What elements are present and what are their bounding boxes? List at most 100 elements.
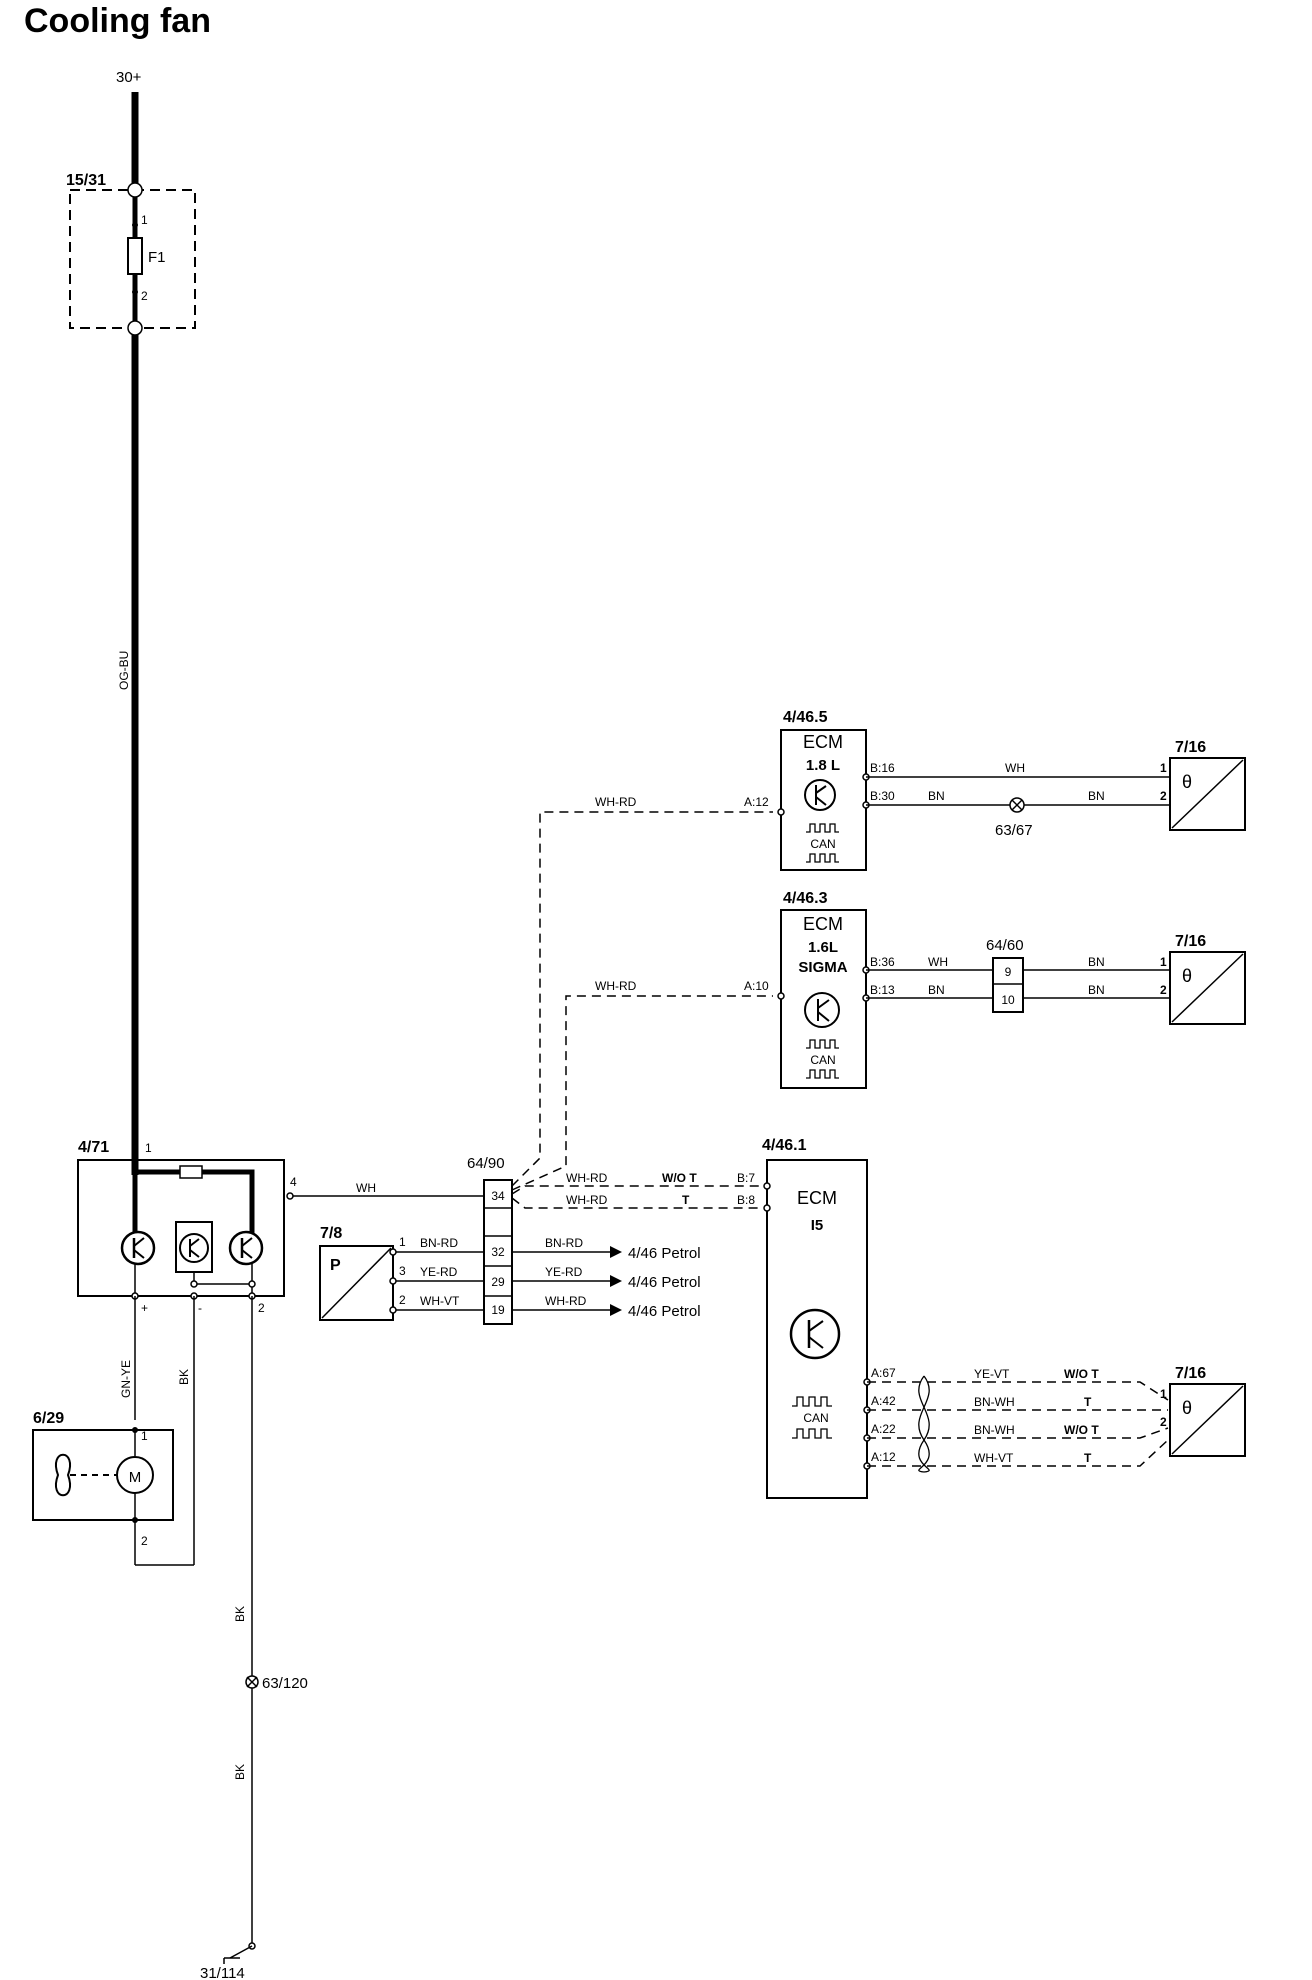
page-title: Cooling fan	[24, 2, 211, 40]
fan-6-29: GN-YE BK 6/29 1 2 M	[32, 1296, 195, 1566]
svg-text:SIGMA: SIGMA	[798, 959, 847, 976]
sensor-7-8: 7/8 P 1 3 2 BN-RD YE-RD WH-VT	[319, 1225, 484, 1321]
svg-text:GN-YE: GN-YE	[119, 1360, 133, 1398]
svg-text:B:8: B:8	[737, 1193, 755, 1207]
temp-sensor-bottom: 7/16 θ 1 2	[1160, 1365, 1246, 1457]
arrow-right-icon	[610, 1304, 622, 1316]
svg-text:CAN: CAN	[810, 837, 835, 851]
transistor-icon	[120, 1230, 156, 1266]
svg-text:B:36: B:36	[870, 955, 895, 969]
svg-text:29: 29	[491, 1275, 505, 1289]
svg-text:7/16: 7/16	[1175, 933, 1206, 950]
svg-text:3: 3	[399, 1264, 406, 1278]
splice-icon	[1009, 797, 1025, 813]
temp-sensor-top: 7/16 θ 1 2	[1160, 739, 1246, 831]
svg-text:2: 2	[1160, 1415, 1167, 1429]
svg-text:7/8: 7/8	[320, 1225, 342, 1242]
connector-64-90: 64/90 34 32 29 19 BN-RD YE-RD WH-RD 4/46…	[467, 795, 773, 1325]
svg-text:2: 2	[258, 1301, 265, 1315]
transistor-icon	[804, 779, 836, 811]
svg-text:BN: BN	[1088, 789, 1105, 803]
svg-text:7/16: 7/16	[1175, 1365, 1206, 1382]
svg-text:7/16: 7/16	[1175, 739, 1206, 756]
svg-text:31/114: 31/114	[200, 1965, 245, 1980]
motor-icon	[116, 1456, 154, 1494]
relay-4-71: 4/71 1 4	[77, 1139, 297, 1315]
svg-text:1: 1	[141, 1429, 148, 1443]
svg-text:4: 4	[290, 1175, 297, 1189]
svg-text:M: M	[129, 1469, 142, 1486]
svg-text:B:30: B:30	[870, 789, 895, 803]
ecm-4-46-3: 4/46.3 ECM 1.6L SIGMA CAN A:10 B:36 B:13…	[744, 890, 1170, 1089]
svg-text:32: 32	[491, 1245, 505, 1259]
fusebox-id: 15/31	[66, 172, 106, 189]
transistor-icon	[789, 1308, 841, 1360]
svg-text:BN-RD: BN-RD	[420, 1236, 458, 1250]
svg-text:WH-RD: WH-RD	[566, 1193, 608, 1207]
can-bus-icon	[806, 1039, 839, 1079]
svg-text:19: 19	[491, 1303, 505, 1317]
svg-text:1: 1	[141, 213, 148, 227]
svg-text:WH: WH	[1005, 761, 1025, 775]
ecm-4-46-5: 4/46.5 ECM 1.8 L CAN A:12 B:16 B:30 WH B…	[744, 709, 1170, 871]
supply-label: 30+	[116, 69, 142, 86]
fuse-label: F1	[148, 249, 166, 266]
svg-text:2: 2	[1160, 983, 1167, 997]
svg-text:B:16: B:16	[870, 761, 895, 775]
ground-icon	[223, 1945, 253, 1964]
svg-text:T: T	[1084, 1451, 1092, 1465]
svg-text:64/60: 64/60	[986, 937, 1024, 954]
ecm-4-46-1: 4/46.1 ECM I5 CAN B:7 B:8 A:67 A:42 A:22…	[737, 1137, 1169, 1499]
transistor-icon	[228, 1230, 264, 1266]
svg-text:1: 1	[145, 1141, 152, 1155]
svg-text:WH-RD: WH-RD	[595, 979, 637, 993]
svg-text:64/90: 64/90	[467, 1155, 505, 1172]
svg-text:WH: WH	[356, 1181, 376, 1195]
svg-text:W/O T: W/O T	[1064, 1423, 1099, 1437]
svg-text:BN: BN	[1088, 983, 1105, 997]
svg-text:A:22: A:22	[871, 1422, 896, 1436]
svg-text:ECM: ECM	[797, 1188, 837, 1208]
svg-text:A:10: A:10	[744, 979, 769, 993]
svg-text:2: 2	[141, 289, 148, 303]
svg-text:A:67: A:67	[871, 1366, 896, 1380]
svg-text:CAN: CAN	[803, 1411, 828, 1425]
svg-text:10: 10	[1001, 993, 1015, 1007]
svg-text:2: 2	[1160, 789, 1167, 803]
svg-text:4/46.5: 4/46.5	[783, 709, 828, 726]
arrow-right-icon	[610, 1246, 622, 1258]
fusebox-15-31: 15/31 1 2 F1	[66, 172, 196, 336]
supply-line: 30+ OG-BU	[116, 69, 142, 1175]
svg-text:4/46.1: 4/46.1	[762, 1137, 807, 1154]
transistor-icon	[804, 992, 840, 1028]
svg-text:WH-RD: WH-RD	[566, 1171, 608, 1185]
svg-text:P: P	[330, 1257, 341, 1274]
svg-text:W/O T: W/O T	[1064, 1367, 1099, 1381]
thermistor-icon: θ	[1182, 1398, 1192, 1418]
fan-blade-icon	[55, 1453, 71, 1497]
svg-text:YE-VT: YE-VT	[974, 1367, 1010, 1381]
svg-text:A:42: A:42	[871, 1394, 896, 1408]
svg-text:1: 1	[399, 1235, 406, 1249]
svg-text:1: 1	[1160, 955, 1167, 969]
svg-text:1: 1	[1160, 761, 1167, 775]
svg-text:BK: BK	[177, 1369, 191, 1385]
svg-text:BN-WH: BN-WH	[974, 1423, 1015, 1437]
can-bus-icon	[806, 823, 839, 863]
svg-text:4/46.3: 4/46.3	[783, 890, 828, 907]
svg-text:1.8 L: 1.8 L	[806, 757, 840, 774]
svg-text:1.6L: 1.6L	[808, 939, 838, 956]
svg-text:6/29: 6/29	[33, 1410, 64, 1427]
svg-text:WH-VT: WH-VT	[420, 1294, 460, 1308]
svg-text:YE-RD: YE-RD	[545, 1265, 583, 1279]
fuse-icon	[127, 237, 143, 275]
svg-text:BN-WH: BN-WH	[974, 1395, 1015, 1409]
thermistor-icon: θ	[1182, 966, 1192, 986]
svg-text:A:12: A:12	[871, 1450, 896, 1464]
svg-text:WH-RD: WH-RD	[595, 795, 637, 809]
svg-text:BK: BK	[233, 1606, 247, 1622]
svg-text:2: 2	[399, 1293, 406, 1307]
svg-text:ECM: ECM	[803, 914, 843, 934]
svg-text:ECM: ECM	[803, 732, 843, 752]
